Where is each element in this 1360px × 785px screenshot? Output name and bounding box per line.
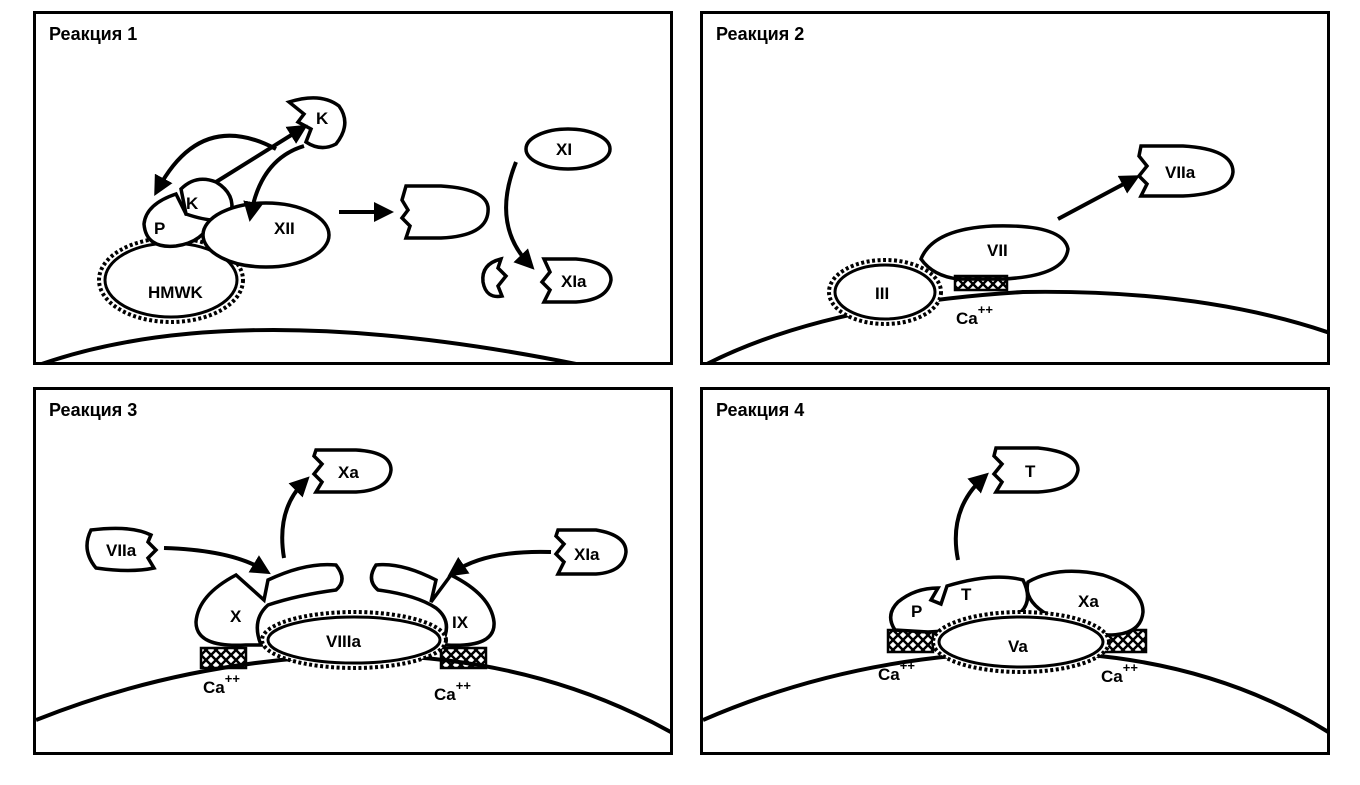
ca-text: Ca [956,309,978,328]
factor-xia-fragment [481,256,509,299]
xii-label: XII [274,219,295,238]
panel-reaction-4: P T Xa Va Ca++ Ca++ T Реакция 4 [700,387,1330,755]
factor-xi [524,127,612,171]
ca-text-left: Ca [878,665,900,684]
arrow-x-to-xa [280,476,310,559]
iii-label: III [875,284,889,303]
reaction-3-diagram: X IX VIIIa Ca++ Ca++ VIIa XIa Xa [36,448,670,734]
ca-superscript-right: ++ [456,678,472,693]
k-label-2: K [316,109,329,128]
ca-superscript: ++ [978,302,994,317]
factor-x [194,562,344,648]
calcium-bridge [953,274,1009,292]
arrow-k-to-xii [243,144,305,222]
xi-label: XI [556,140,572,159]
reaction-1-diagram: HMWK P K XII K XI XIa [41,96,613,362]
ca-superscript-left: ++ [225,671,241,686]
panel-title: Реакция 2 [716,24,805,44]
factor-viiia-outline [266,615,442,665]
factor-xa [311,448,393,494]
xa-label: Xa [1078,592,1099,611]
panel-title: Реакция 1 [49,24,138,44]
xa-label: Xa [338,463,359,482]
arrow-to-thrombin [953,472,989,561]
kallikrein-shape-2 [285,96,347,150]
t-top-label: T [1025,462,1036,481]
ca-text-right: Ca [434,685,456,704]
t-label: T [961,585,972,604]
cell-membrane [41,328,577,362]
ca-label-left: Ca++ [878,658,915,684]
cell-membrane [706,289,1327,362]
calcium-bridge-left [199,646,248,670]
arrow-xia-to-ix [447,549,552,577]
arrow-viia-to-x [163,546,271,575]
p-label: P [154,219,165,238]
arrow-vii-to-viia [1057,175,1141,221]
arrow-to-k [214,124,308,184]
factor-xia [553,528,628,576]
panel-reaction-3: X IX VIIIa Ca++ Ca++ VIIa XIa Xa Реакция… [33,387,673,755]
viia-label: VIIa [106,541,137,560]
panel-title: Реакция 3 [49,400,138,420]
arrow-k-to-p [154,133,277,197]
ca-label: Ca++ [956,302,993,328]
calcium-bridge-right [439,646,488,670]
factor-xia [539,257,613,304]
factor-viia [1136,144,1235,198]
ca-label-left: Ca++ [203,671,240,697]
ix-label: IX [452,613,469,632]
viiia-label: VIIIa [326,632,362,651]
panel-reaction-2: VII III Ca++ VIIa Реакция 2 [700,11,1330,365]
ca-label-right: Ca++ [1101,660,1138,686]
factor-iii-outline [833,263,937,321]
p-label: P [911,602,922,621]
ca-superscript-right: ++ [1123,660,1139,675]
reaction-4-diagram: P T Xa Va Ca++ Ca++ T [703,446,1327,734]
factor-xiia-shape [399,184,490,240]
va-label: Va [1008,637,1028,656]
vii-label: VII [987,241,1008,260]
panel-reaction-1: HMWK P K XII K XI XIa Реакция 1 [33,11,673,365]
factor-vii [919,224,1070,281]
k-label-1: K [186,194,199,213]
viia-label: VIIa [1165,163,1196,182]
xia-label: XIa [561,272,587,291]
ca-superscript-left: ++ [900,658,916,673]
x-label: X [230,607,242,626]
ca-text-right: Ca [1101,667,1123,686]
xia-label: XIa [574,545,600,564]
factor-va-outline [937,615,1105,669]
factor-xii [201,201,331,269]
reaction-2-diagram: VII III Ca++ VIIa [706,144,1327,362]
thrombin [991,446,1080,494]
ca-label-right: Ca++ [434,678,471,704]
panel-title: Реакция 4 [716,400,805,420]
ca-text-left: Ca [203,678,225,697]
factor-viia [85,526,159,573]
arrow-xi-to-xia [504,161,535,270]
factor-ix [369,562,496,648]
hmwk-label: HMWK [148,283,203,302]
